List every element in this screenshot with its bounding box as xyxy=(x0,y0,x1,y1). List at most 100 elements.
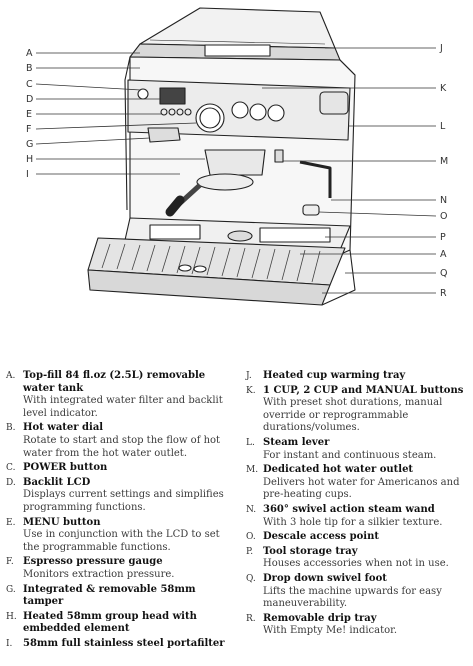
legend-description: Houses accessories when not in use. xyxy=(263,558,449,570)
legend-letter: A. xyxy=(6,371,16,381)
legend-description: Monitors extraction pressure. xyxy=(23,568,175,580)
callout-l: L xyxy=(440,121,446,132)
right-callouts: J K L M N O P A Q R xyxy=(262,43,448,299)
legend-letter: R. xyxy=(246,613,256,624)
legend-letter: J. xyxy=(246,371,252,381)
legend-letter: N. xyxy=(246,504,257,515)
legend-letter: H. xyxy=(6,611,17,622)
legend-description: With Empty Me! indicator. xyxy=(263,625,398,637)
callout-p: P xyxy=(440,232,446,243)
legend-letter: E. xyxy=(6,517,16,528)
legend-description: With 3 hole tip for a silkier texture. xyxy=(263,516,443,528)
legend-letter: Q. xyxy=(246,573,256,584)
callout-a-right: A xyxy=(440,249,447,260)
legend-title: Dedicated hot water outlet xyxy=(263,464,414,476)
legend-text: 58mm full stainless steel portafilter xyxy=(23,638,234,651)
legend-title: Tool storage tray xyxy=(263,545,358,557)
legend-item: H. Heated 58mm group head with embedded e… xyxy=(6,611,234,636)
legend-title: 1 CUP, 2 CUP and MANUAL buttons xyxy=(263,384,464,396)
legend-title: Hot water dial xyxy=(23,422,104,434)
legend-title: Backlit LCD xyxy=(23,476,91,488)
espresso-machine-illustration xyxy=(87,7,356,306)
callout-h: H xyxy=(26,154,33,165)
leader-line xyxy=(35,83,142,91)
legend-letter: K. xyxy=(246,385,256,396)
legend-title: Descale access point xyxy=(263,531,379,543)
callout-k: K xyxy=(440,83,447,94)
legend-item: G. Integrated & removable 58mm tamper xyxy=(6,584,234,609)
legend-letter: O. xyxy=(246,532,256,543)
legend-title: Integrated & removable 58mm tamper xyxy=(23,583,196,608)
legend-description: Lifts the machine upwards for easy maneu… xyxy=(263,585,442,610)
callout-b: B xyxy=(26,63,33,74)
callout-d: D xyxy=(26,94,33,105)
legend-letter: M. xyxy=(246,465,259,476)
callout-c: C xyxy=(26,79,33,90)
callout-r: R xyxy=(440,288,447,299)
legend-title: Heated 58mm group head with embedded ele… xyxy=(23,610,197,635)
leader-line xyxy=(35,122,197,130)
leader-line xyxy=(318,211,437,217)
legend-text: Descale access point xyxy=(263,531,470,544)
legend-text: POWER button xyxy=(23,462,234,475)
legend-title: Top-fill 84 fl.oz (2.5L) removable water… xyxy=(23,370,206,394)
legend-title: Espresso pressure gauge xyxy=(23,556,163,568)
callout-j: J xyxy=(439,43,443,54)
legend-letter: I. xyxy=(6,638,13,649)
legend-text: Top-fill 84 fl.oz (2.5L) removable water… xyxy=(23,370,234,420)
callout-m: M xyxy=(440,156,448,167)
legend-description: Delivers hot water for Americanos and pr… xyxy=(263,476,460,501)
legend-title: 360° swivel action steam wand xyxy=(263,503,435,515)
legend-title: 58mm full stainless steel portafilter xyxy=(23,637,225,649)
legend-item: A. Top-fill 84 fl.oz (2.5L) removable wat… xyxy=(6,370,234,420)
callout-a-left: A xyxy=(26,48,33,59)
legend-text: Heated 58mm group head with embedded ele… xyxy=(23,611,234,636)
legend-title: Drop down swivel foot xyxy=(263,572,387,584)
legend-text: Heated cup warming tray xyxy=(263,370,470,383)
legend-letter: D. xyxy=(6,477,16,488)
legend-letter: F. xyxy=(6,557,14,568)
legend-description: Displays current settings and simplifies… xyxy=(23,489,224,513)
legend-description: Use in conjunction with the LCD to set t… xyxy=(23,529,220,553)
legend-text: Integrated & removable 58mm tamper xyxy=(23,584,234,609)
machine-diagram: A B C D E F G H I J K L M N O P A Q xyxy=(26,7,448,306)
legend-title: Steam lever xyxy=(263,436,330,448)
callout-n: N xyxy=(440,195,447,206)
legend-letter: C. xyxy=(6,463,16,474)
legend-description: Rotate to start and stop the flow of hot… xyxy=(23,434,221,459)
leader-line xyxy=(35,137,151,145)
legend-item: O. Descale access point xyxy=(246,531,470,544)
legend-item: I. 58mm full stainless steel portafilter xyxy=(6,638,234,651)
legend-left-column: A. Top-fill 84 fl.oz (2.5L) removable wat… xyxy=(6,370,234,652)
legend-description: With integrated water filter and backlit… xyxy=(23,395,223,419)
left-callouts: A B C D E F G H I xyxy=(26,48,205,180)
legend-letter: G. xyxy=(6,584,16,595)
legend-letter: P. xyxy=(246,546,254,557)
legend-title: Removable drip tray xyxy=(263,612,377,624)
legend-item: C. POWER button xyxy=(6,462,234,475)
callout-f: F xyxy=(26,124,31,135)
callout-e: E xyxy=(26,109,32,120)
callout-i: I xyxy=(26,169,29,180)
legend-description: For instant and continuous steam. xyxy=(263,449,437,461)
callout-o: O xyxy=(440,211,447,222)
